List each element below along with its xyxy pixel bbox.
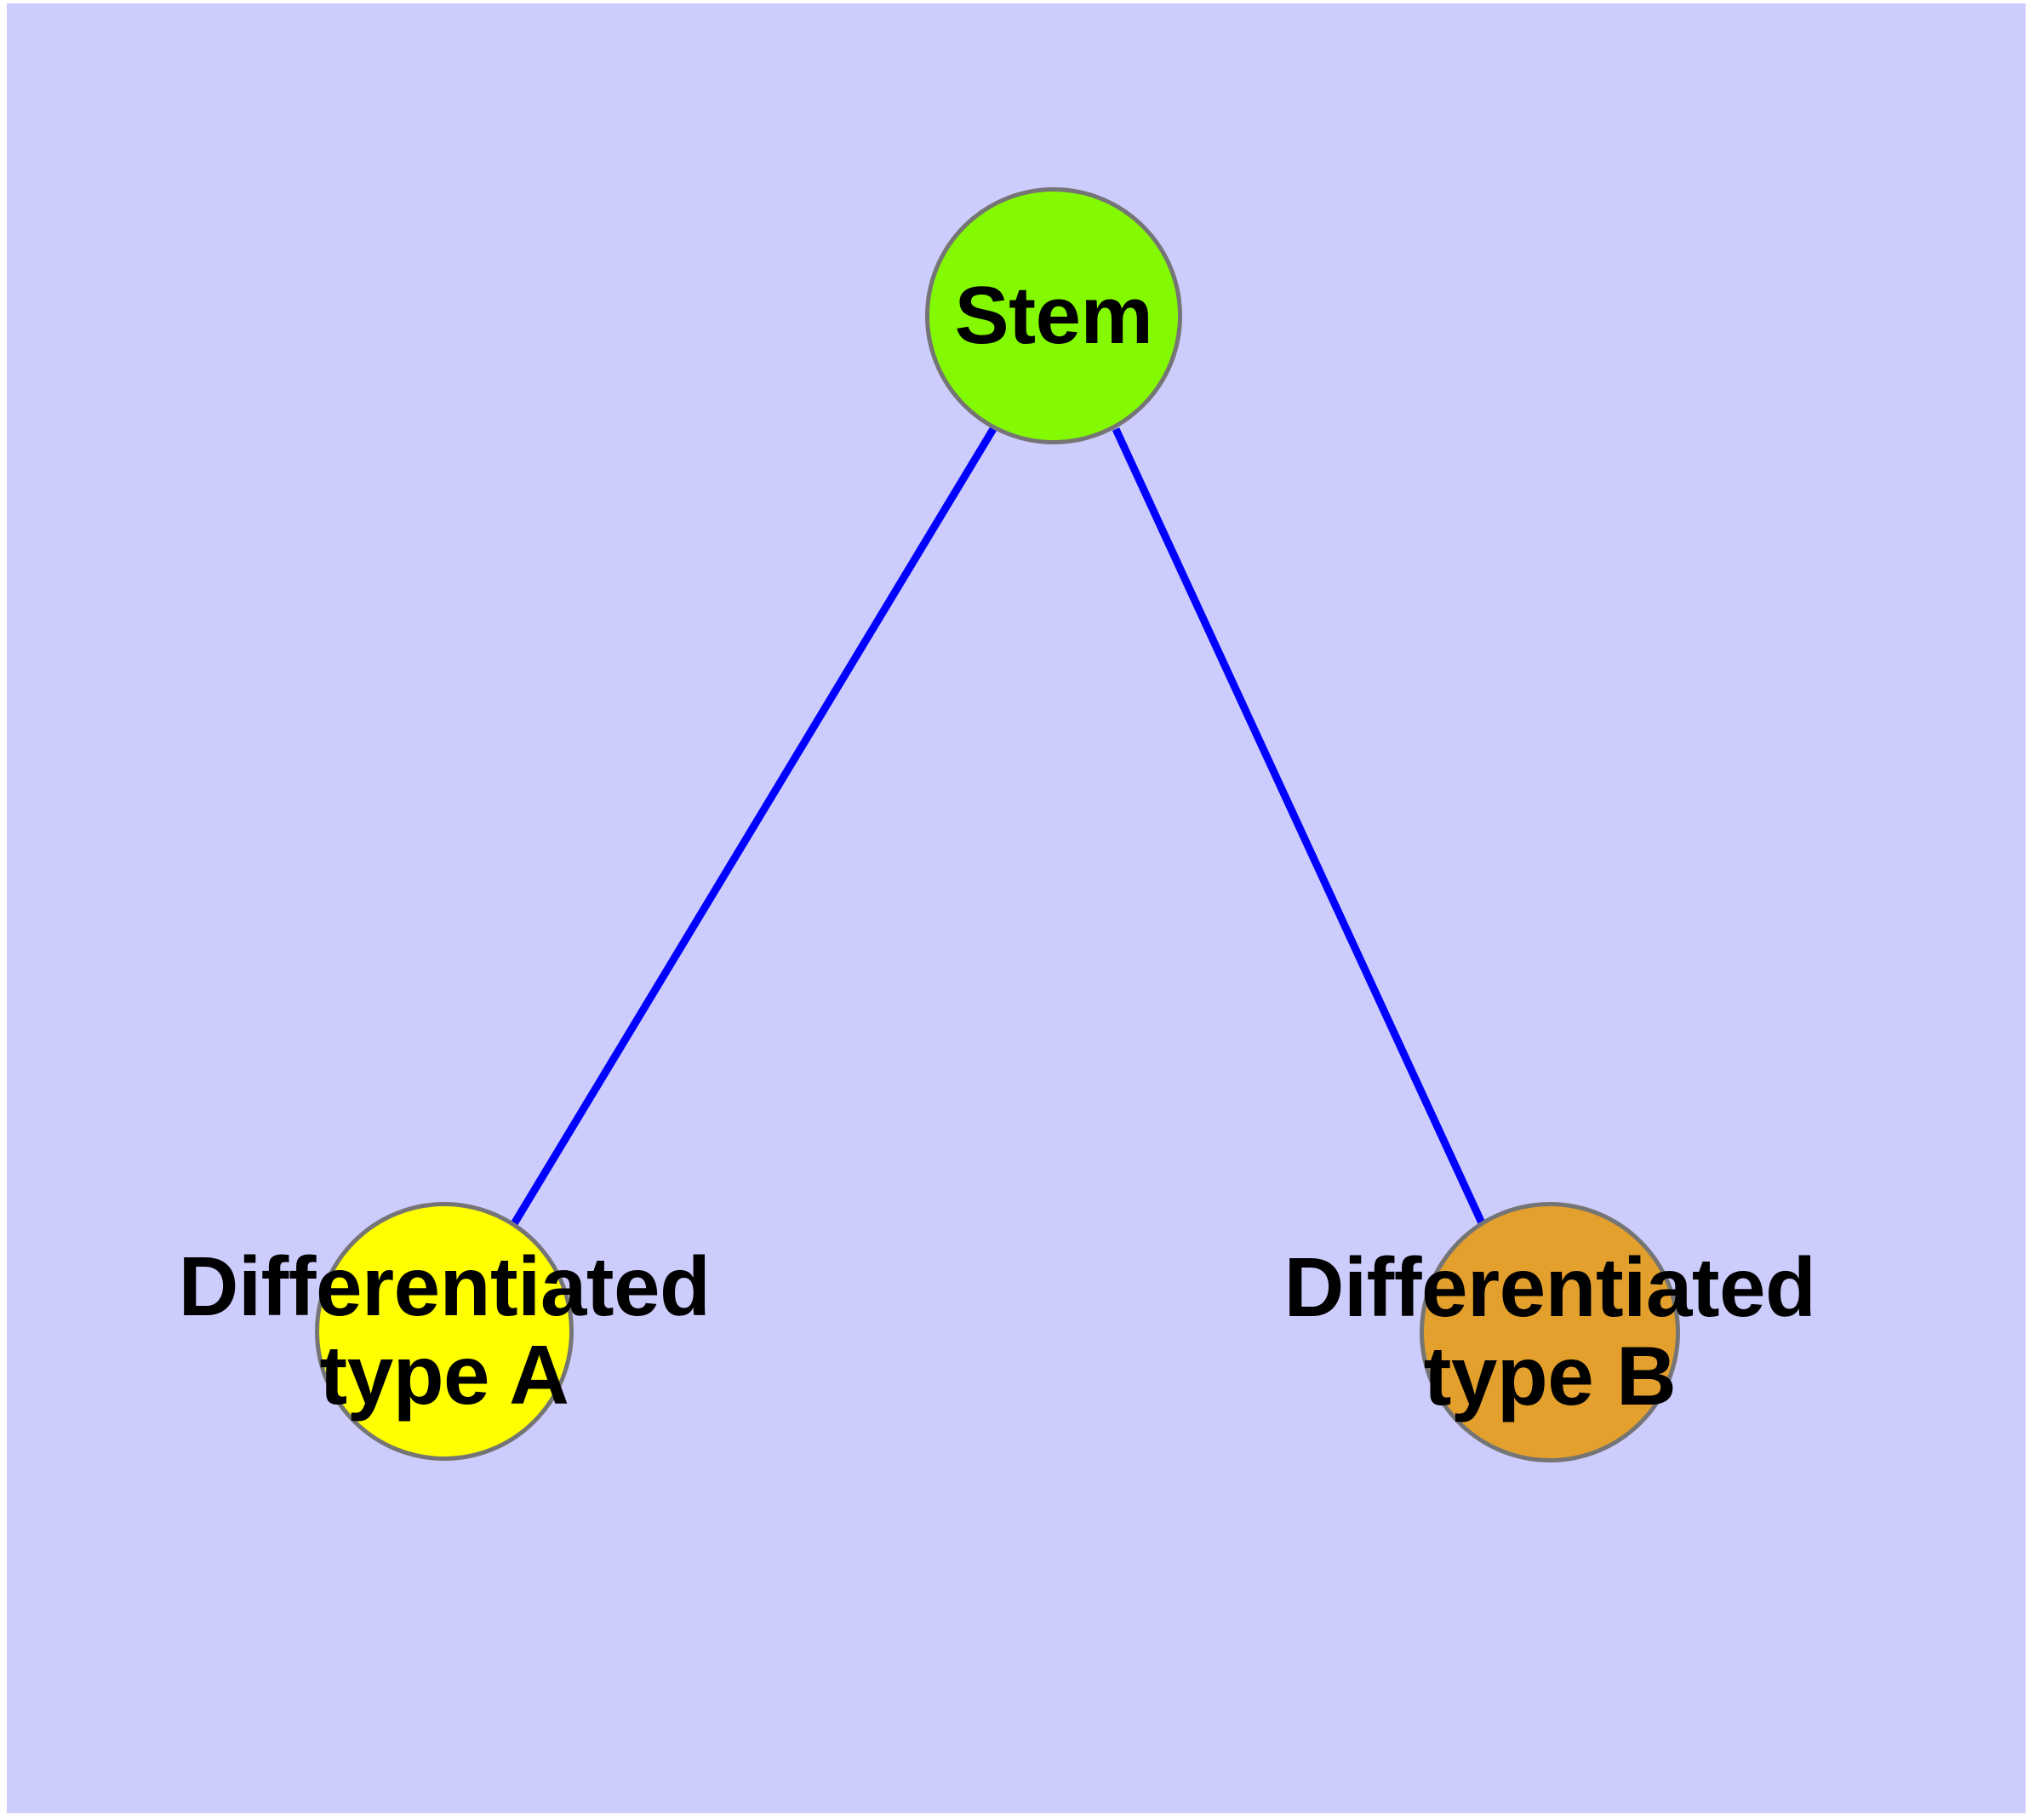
diagram-plot-area: Differentiated type A Differentiated typ… [7,3,2026,1813]
node-differentiated-type-a[interactable]: Differentiated type A [179,1202,711,1461]
node-stem[interactable]: Stem [925,187,1182,444]
node-label-stem: Stem [954,270,1153,362]
edge-layer [509,426,1488,1229]
node-differentiated-type-b[interactable]: Differentiated type B [1284,1202,1816,1462]
edge-stem-to-differentiated-type-a [509,426,997,1229]
edge-stem-to-differentiated-type-b [1112,427,1488,1228]
